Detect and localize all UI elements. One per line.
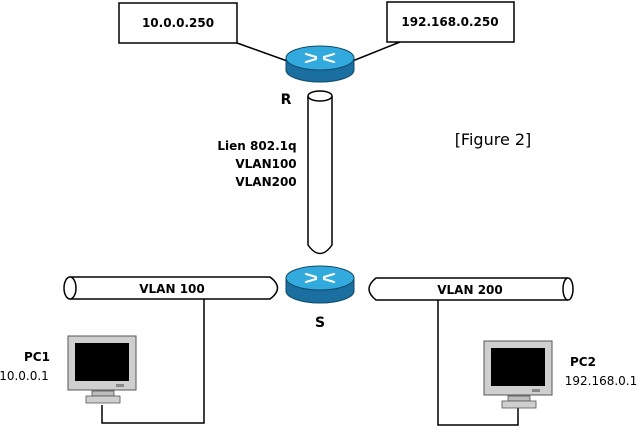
pc2-ip: 192.168.0.1: [565, 374, 638, 388]
vlan-right-tube: VLAN 200: [368, 277, 574, 301]
pc2-name: PC2: [570, 355, 596, 369]
cable-pc2: [437, 300, 519, 426]
vlan-left-tube: VLAN 100: [63, 276, 279, 300]
trunk-label-line3: VLAN200: [235, 175, 296, 189]
pc2-computer-icon: [483, 340, 553, 409]
router-icon: [285, 45, 355, 83]
cable-pc1: [101, 299, 205, 424]
pc1-ip: 10.0.0.1: [0, 369, 49, 383]
pc1-computer-icon: [67, 335, 137, 404]
pc1-name: PC1: [24, 350, 50, 364]
trunk-tube: [307, 90, 333, 255]
ip-box-left-label: 10.0.0.250: [142, 16, 214, 30]
switch-icon: [285, 265, 355, 304]
router-label: R: [281, 92, 292, 108]
switch-label: S: [315, 315, 325, 331]
figure-caption: [Figure 2]: [455, 130, 532, 149]
ip-box-right: 192.168.0.250: [386, 1, 515, 43]
ip-box-left: 10.0.0.250: [118, 2, 238, 44]
vlan-right-label: VLAN 200: [437, 283, 503, 297]
vlan-left-label: VLAN 100: [139, 282, 205, 296]
link-right-box-router: [349, 41, 401, 63]
link-left-box-router: [236, 42, 291, 63]
trunk-label-line1: Lien 802.1q: [217, 139, 296, 153]
ip-box-right-label: 192.168.0.250: [401, 15, 498, 29]
trunk-label-line2: VLAN100: [235, 157, 296, 171]
